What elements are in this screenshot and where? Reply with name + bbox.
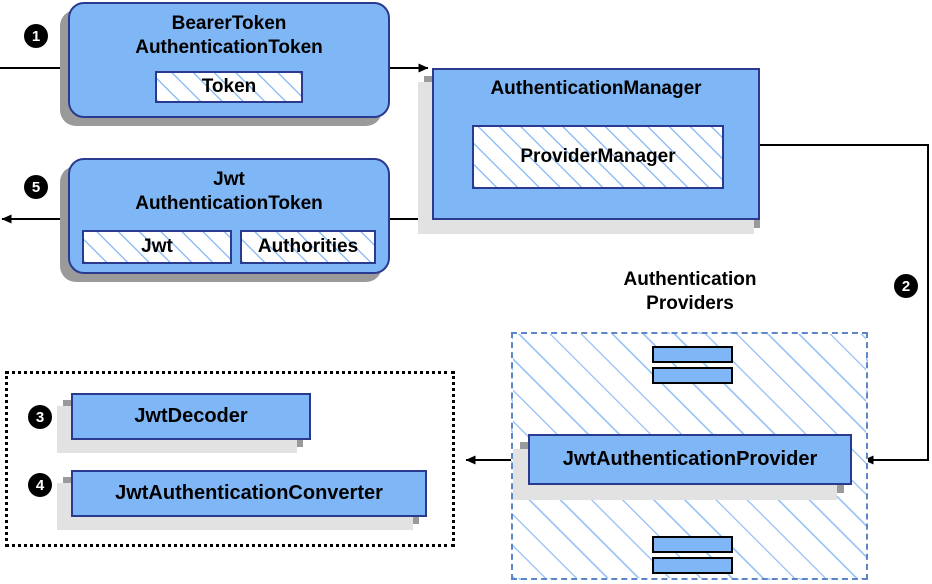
node-authentication-manager[interactable]: AuthenticationManager ProviderManager: [432, 68, 760, 220]
node-jwt-authentication-converter[interactable]: JwtAuthenticationConverter: [71, 470, 427, 517]
provider-bar-top-2: [652, 367, 733, 384]
step-badge-1: 1: [24, 24, 48, 48]
jwt-token-slot-authorities: Authorities: [240, 230, 376, 264]
jwt-authentication-provider-label: JwtAuthenticationProvider: [562, 448, 818, 470]
provider-bar-bottom-2: [652, 557, 733, 574]
bearer-token-title: BearerToken AuthenticationToken: [135, 13, 323, 58]
authentication-providers-title: Authentication Providers: [623, 269, 757, 314]
step-badge-5: 5: [24, 175, 48, 199]
provider-bar-top-1: [652, 346, 733, 363]
step-badge-2: 2: [894, 274, 918, 298]
provider-bar-bottom-1: [652, 536, 733, 553]
bearer-token-slot-token: Token: [155, 71, 303, 103]
jwt-token-slot-row: Jwt Authorities: [70, 230, 388, 264]
node-bearer-token-authentication-token[interactable]: BearerToken AuthenticationToken Token: [68, 2, 390, 118]
authentication-manager-title: AuthenticationManager: [490, 78, 702, 99]
arrow-manager-to-provider: [760, 144, 929, 465]
node-jwt-decoder[interactable]: JwtDecoder: [71, 393, 311, 440]
jwt-token-title: Jwt AuthenticationToken: [135, 169, 323, 214]
node-jwt-authentication-provider[interactable]: JwtAuthenticationProvider: [528, 434, 852, 485]
provider-manager-slot: ProviderManager: [472, 125, 724, 189]
jwt-support-group-container: [5, 371, 455, 547]
jwt-decoder-label: JwtDecoder: [134, 405, 248, 427]
step-badge-3: 3: [28, 405, 52, 429]
node-jwt-authentication-token[interactable]: Jwt AuthenticationToken Jwt Authorities: [68, 158, 390, 274]
jwt-authentication-converter-label: JwtAuthenticationConverter: [115, 482, 383, 504]
step-badge-4: 4: [28, 473, 52, 497]
jwt-token-slot-jwt: Jwt: [82, 230, 232, 264]
bearer-token-slot-row: Token: [70, 71, 388, 103]
